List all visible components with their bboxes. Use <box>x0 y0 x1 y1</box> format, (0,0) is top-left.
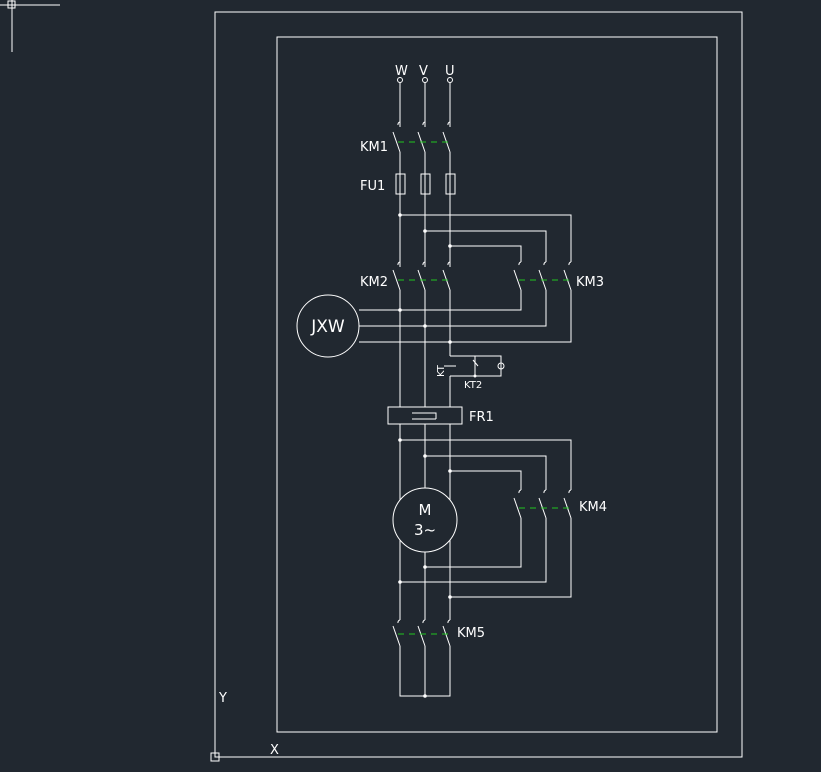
phase-label-v: V <box>419 64 428 79</box>
inner-title-frame <box>276 36 718 733</box>
km4-contacts: KM4 <box>398 489 607 599</box>
km3-label: KM3 <box>576 275 604 290</box>
ucs-x-label: X <box>270 743 279 758</box>
km5-contacts: KM5 <box>392 619 485 698</box>
km5-label: KM5 <box>457 626 485 641</box>
km2-label: KM2 <box>360 275 388 290</box>
kt2-timer: KT KT2 <box>436 355 505 391</box>
fr1-label: FR1 <box>469 410 494 425</box>
kt-contact-label: KT <box>436 364 447 377</box>
motor-phase-label: 3~ <box>414 521 436 539</box>
km4-label: KM4 <box>579 500 607 515</box>
phase-label-u: U <box>445 64 455 79</box>
ucs-y-label: Y <box>218 691 227 706</box>
jxw-label: JXW <box>310 317 345 337</box>
outer-drawing-frame <box>214 11 743 758</box>
km1-label: KM1 <box>360 140 388 155</box>
main-lines-to-fr1 <box>398 290 452 407</box>
fu1-fuses: FU1 <box>360 173 456 195</box>
phase-label-w: W <box>395 64 408 79</box>
jxw-unit: JXW <box>296 294 450 358</box>
phase-terminals: W V U <box>395 64 455 121</box>
fr1-thermal-relay: FR1 <box>387 406 494 425</box>
crosshair-cursor <box>0 0 60 52</box>
km3-contacts: KM3 <box>400 261 604 343</box>
fu1-label: FU1 <box>360 179 385 194</box>
kt2-label: KT2 <box>464 380 482 391</box>
km2-contacts: KM2 <box>360 260 451 291</box>
motor-m-label: M <box>419 501 432 519</box>
km2-km3-wiring <box>398 194 572 262</box>
ucs-icon: Y X <box>210 691 279 762</box>
km1-contacts: KM1 <box>360 121 451 174</box>
motor-m: M 3~ <box>392 487 458 553</box>
